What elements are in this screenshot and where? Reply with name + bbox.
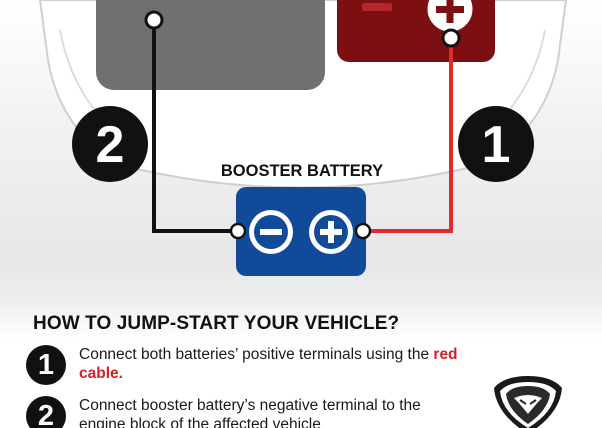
step-text-main: Connect booster battery’s negative termi…	[79, 397, 421, 428]
plus-icon-bar-v	[446, 0, 454, 23]
step-badge-2-diagram	[72, 106, 148, 182]
jump-start-diagram: BOOSTER BATTERY 2 1	[38, 0, 568, 276]
engine-block	[96, 0, 325, 90]
step-text: Connect booster battery’s negative termi…	[79, 396, 459, 428]
minus-icon	[260, 229, 282, 235]
clamp-booster-positive	[354, 222, 372, 240]
instructions-heading: HOW TO JUMP-START YOUR VEHICLE?	[33, 313, 400, 334]
clamp-engine-block	[144, 10, 164, 30]
black-cable	[152, 20, 238, 233]
booster-battery-label: BOOSTER BATTERY	[221, 162, 383, 180]
tiger-head-emblem-icon	[494, 376, 562, 428]
step-text: Connect both batteries’ positive termina…	[79, 345, 459, 383]
vehicle-battery-negative-terminal	[362, 3, 392, 11]
step-badge-2-number: 2	[96, 116, 125, 174]
clamp-booster-negative	[229, 222, 247, 240]
step-text-main: Connect both batteries’ positive termina…	[79, 346, 434, 363]
red-cable-highlight: red cable.	[79, 346, 458, 382]
red-cable	[363, 38, 453, 233]
step-badge-1-diagram	[458, 106, 534, 182]
step-number-badge: 2	[26, 396, 66, 428]
plus-icon-v	[328, 221, 334, 243]
clamp-vehicle-positive	[441, 28, 461, 48]
step-number-badge: 1	[26, 345, 66, 385]
step-badge-1-number: 1	[482, 116, 511, 174]
